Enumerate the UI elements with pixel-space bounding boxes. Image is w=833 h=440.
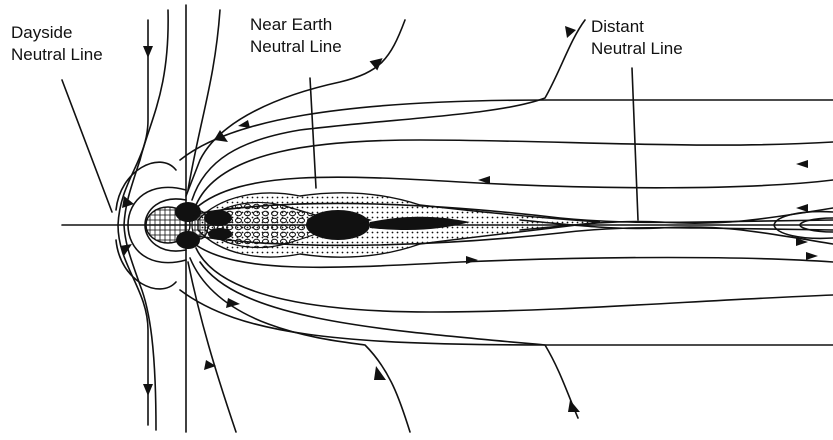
arrow-dayside-top [143,46,153,58]
arrow-lower-1 [466,256,478,264]
arrow-near-earth [370,54,387,71]
arrow-upper-left [214,130,228,142]
near-earth-blob [306,210,370,240]
dayside-neutral-line-label: Dayside Neutral Line [11,22,103,66]
dayside-label-line-1: Dayside [11,22,103,44]
arrow-upper-2 [796,160,808,168]
magnetopause-top [180,100,833,160]
dayside-label-line-2: Neutral Line [11,44,103,66]
distant-label-line-1: Distant [591,16,683,38]
distant-label-line-2: Neutral Line [591,38,683,60]
distant-neutral-line-label: Distant Neutral Line [591,16,683,60]
near-earth-label-line-1: Near Earth [250,14,342,36]
arrow-lower-6 [568,400,580,412]
lower-field-line-5 [200,262,578,418]
dayside-field-line-1 [118,20,148,425]
near-earth-label-line-2: Neutral Line [250,36,342,58]
arrow-lower-2 [806,252,818,260]
dayside-pointer [62,80,112,212]
arrow-dayside-bottom [143,384,153,396]
inner-blob-lower [208,228,232,240]
earth-core-right [192,211,208,239]
arrow-tail-loop [796,204,808,212]
near-earth-pointer [310,78,316,188]
arrow-upper-field-2 [238,120,250,128]
near-earth-neutral-line-label: Near Earth Neutral Line [250,14,342,58]
